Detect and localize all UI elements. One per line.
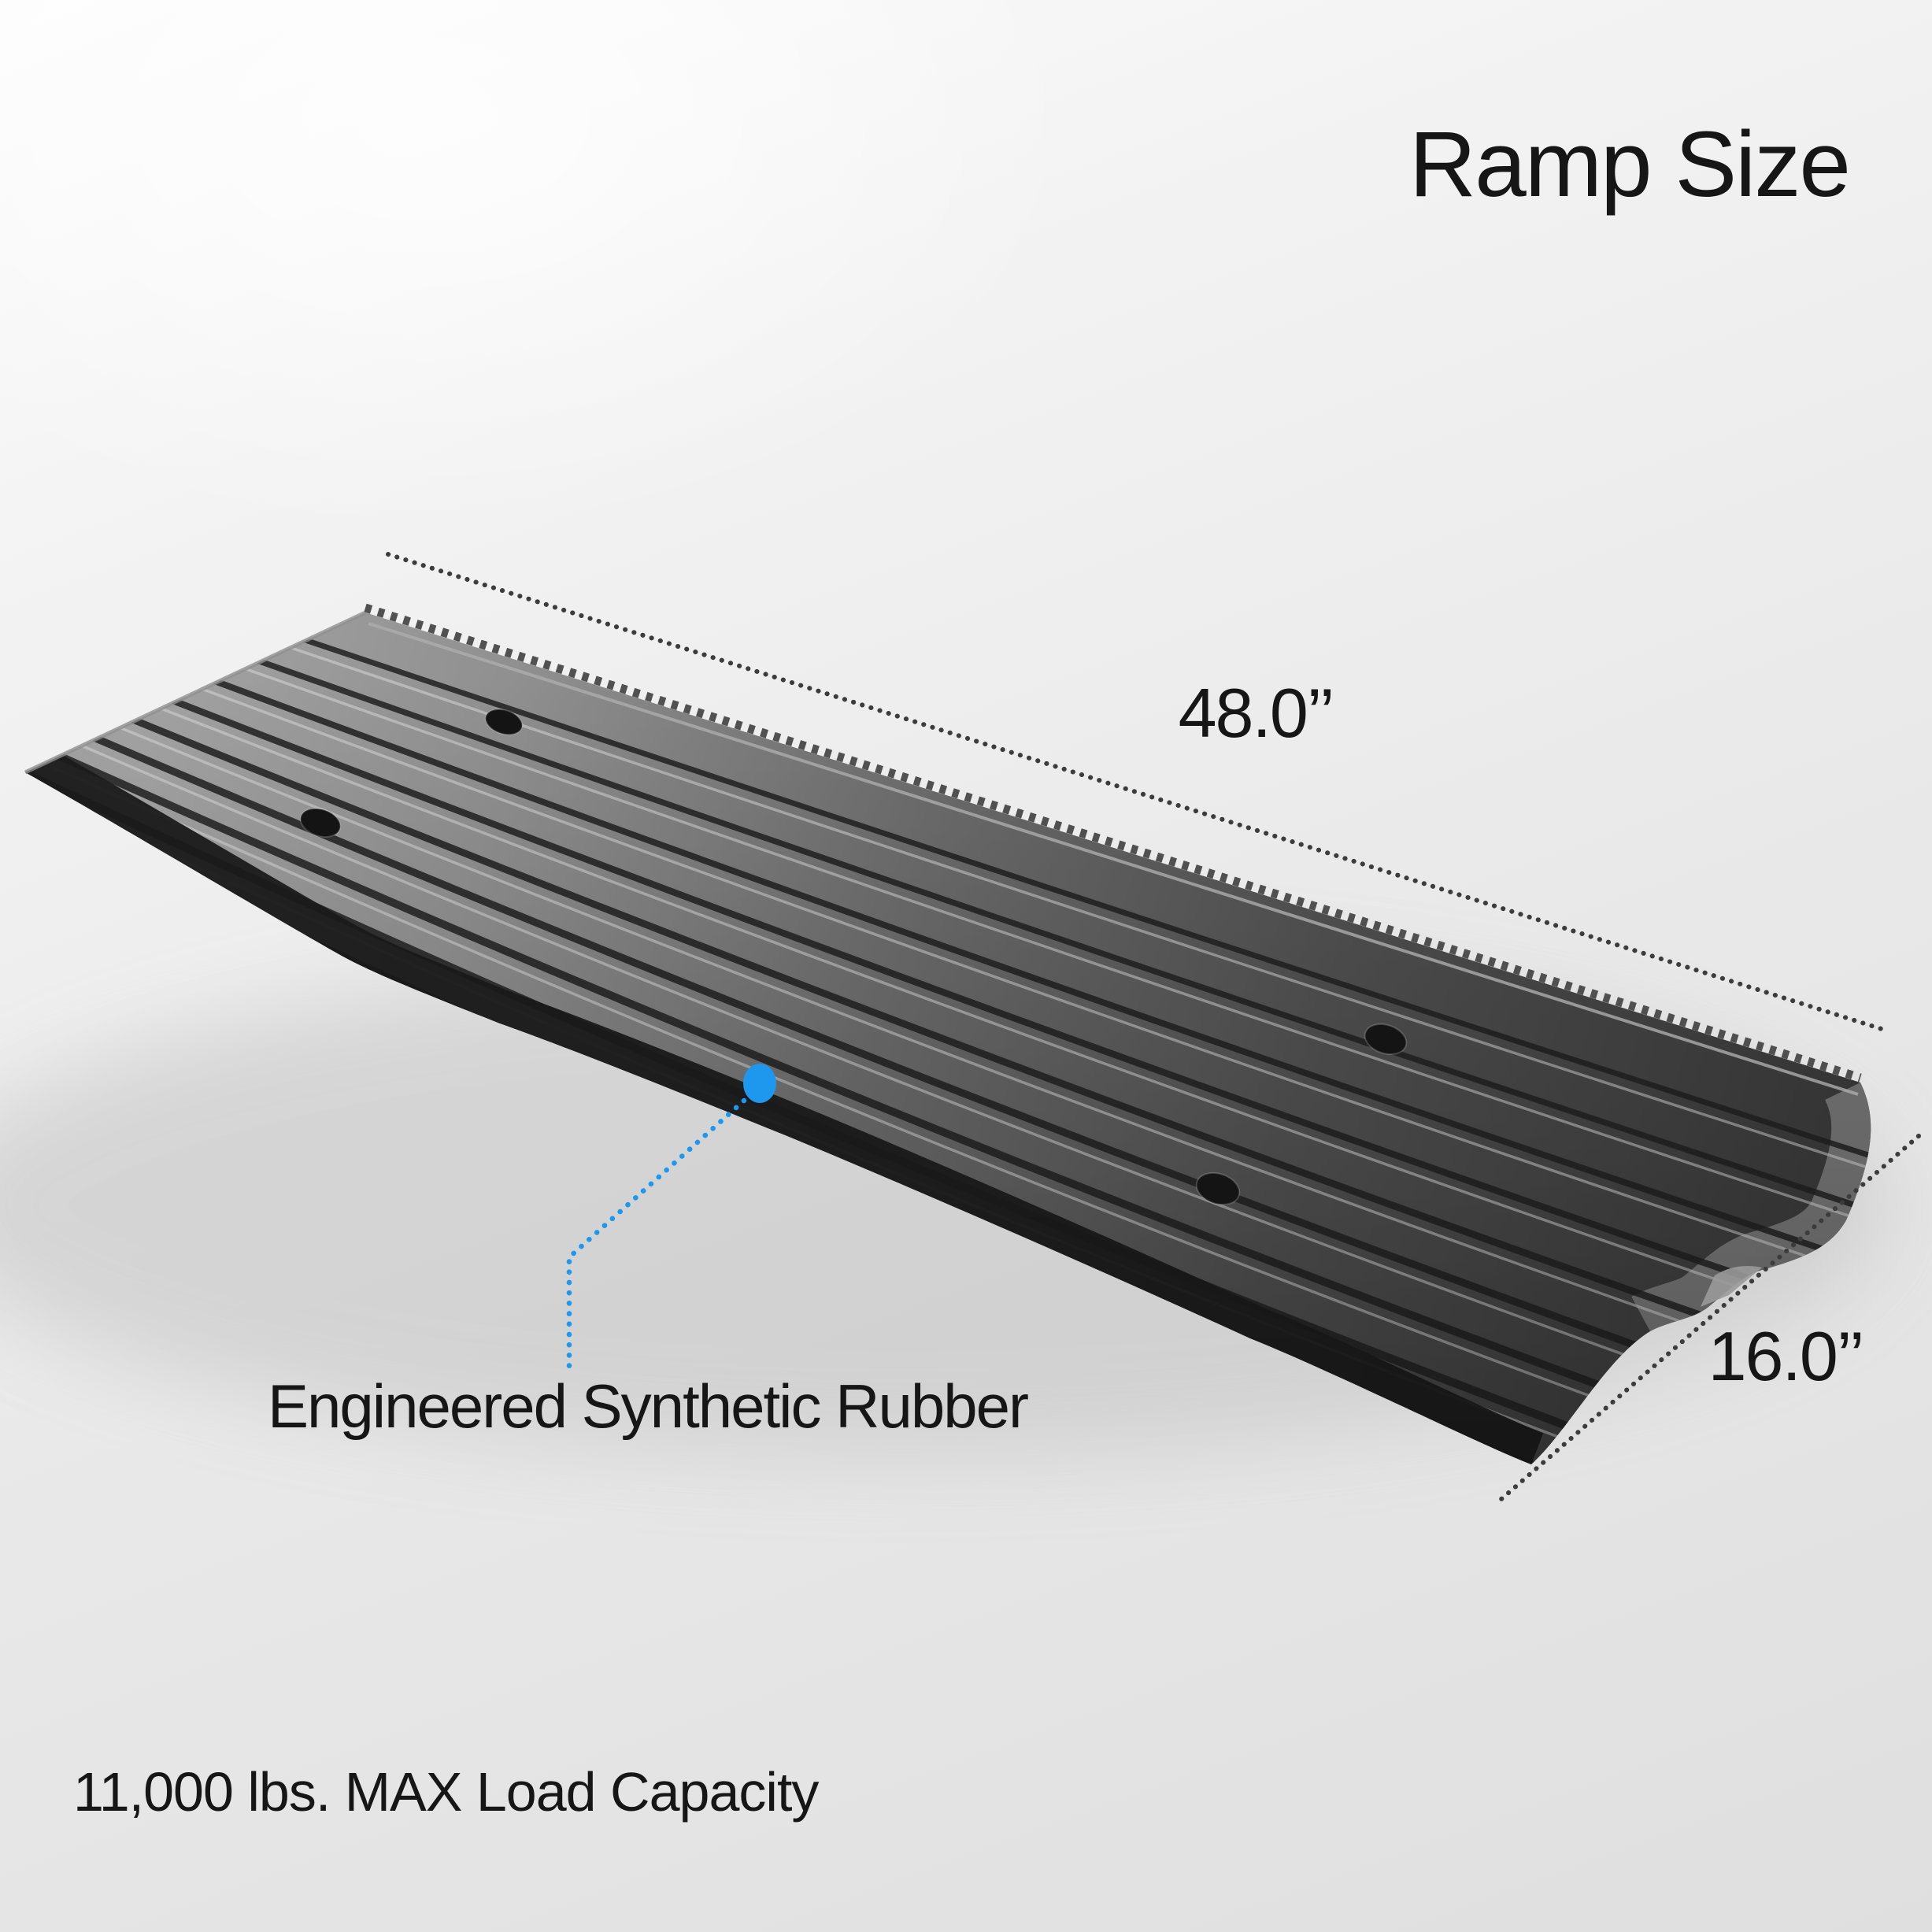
page-title: Ramp Size (1408, 113, 1851, 217)
cable-notch (1701, 1265, 1762, 1307)
bolt-hole (299, 807, 342, 838)
material-callout-label: Engineered Synthetic Rubber (268, 1371, 1029, 1441)
width-dimension-label: 16.0’’ (1708, 1317, 1865, 1395)
bolt-hole (1364, 1023, 1408, 1056)
back-edge-highlight (368, 622, 1859, 1096)
width-dimension-line (1493, 1134, 1921, 1507)
bolt-holes (299, 708, 1408, 1206)
load-capacity-note: 11,000 lbs. MAX Load Capacity (73, 1761, 819, 1823)
length-dimension-line (386, 552, 1884, 1031)
length-dimension-label: 48.0’’ (1178, 674, 1335, 752)
material-callout-dot (743, 1064, 776, 1103)
bolt-hole (484, 708, 524, 736)
left-edge-highlight (24, 610, 367, 775)
bolt-hole (1195, 1171, 1241, 1206)
